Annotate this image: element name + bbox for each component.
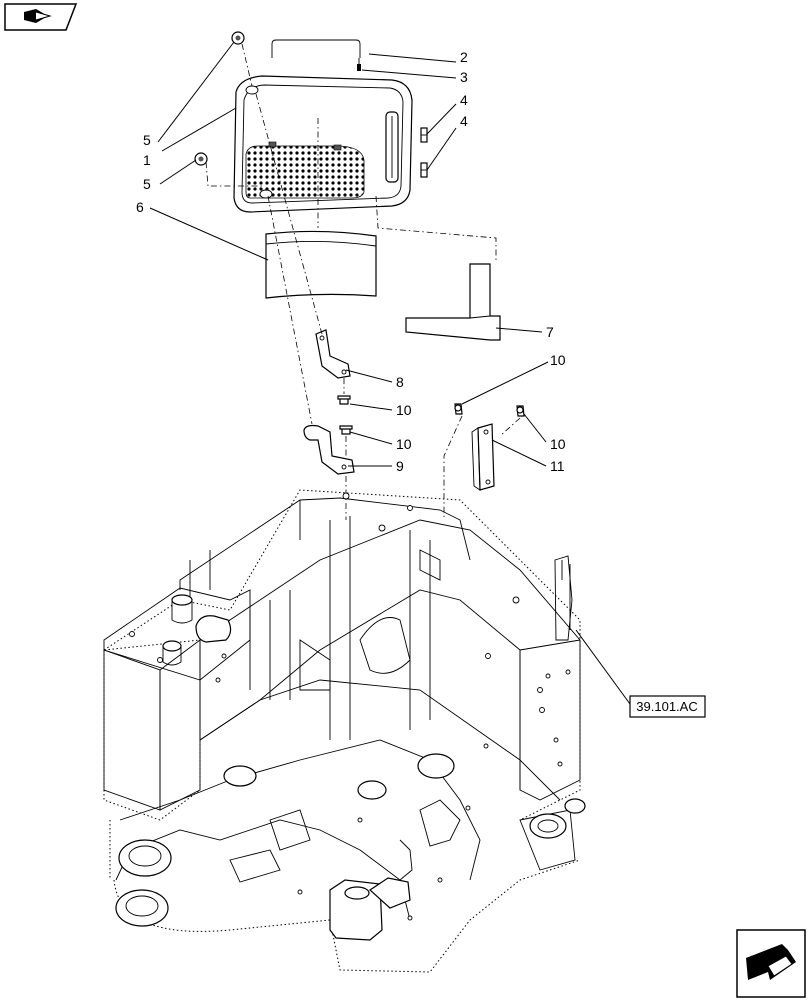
callout-3: 3 (460, 69, 468, 85)
leader-lines (149, 41, 631, 705)
handle-part-2 (271, 39, 361, 58)
next-page-arrow-icon[interactable] (736, 929, 806, 998)
reference-box[interactable]: 39.101.AC (629, 695, 706, 718)
callout-1: 1 (143, 152, 151, 168)
bolt-part-10d (516, 405, 525, 417)
assembly-lines (205, 43, 521, 520)
seal-part-7 (405, 263, 501, 341)
callout-5b: 5 (143, 176, 151, 192)
reference-label: 39.101.AC (636, 699, 697, 714)
callout-4b: 4 (460, 113, 468, 129)
hood-cover-part-1 (233, 75, 413, 213)
callout-11: 11 (550, 458, 565, 474)
callout-10a: 10 (396, 402, 412, 418)
bracket-part-9 (303, 424, 355, 475)
callout-7: 7 (546, 324, 554, 340)
bolt-part-10b (339, 425, 353, 435)
callout-10c: 10 (550, 352, 566, 368)
callout-10b: 10 (396, 436, 412, 452)
callout-8: 8 (396, 374, 404, 390)
grommet-part-5a (231, 31, 245, 45)
insulation-pad-part-6 (265, 230, 377, 299)
callout-2: 2 (460, 49, 468, 65)
bolt-part-10c (454, 403, 463, 415)
callout-5a: 5 (143, 132, 151, 148)
clip-part-4a (420, 127, 428, 143)
plate-part-11 (471, 423, 495, 491)
callout-numbers: 1 2 3 4 4 5 5 6 7 8 9 10 10 10 10 11 (136, 49, 566, 474)
grommet-part-5b (194, 152, 208, 166)
bracket-part-8 (315, 329, 351, 379)
machine-frame (103, 489, 586, 973)
clip-part-4b (420, 162, 428, 178)
callout-6: 6 (136, 199, 144, 215)
bolt-part-10a (337, 395, 351, 405)
callout-4a: 4 (460, 92, 468, 108)
folder-arrow-icon[interactable] (4, 3, 78, 31)
screw-part-3 (357, 58, 361, 71)
callout-10d: 10 (550, 436, 566, 452)
callout-9: 9 (396, 458, 404, 474)
